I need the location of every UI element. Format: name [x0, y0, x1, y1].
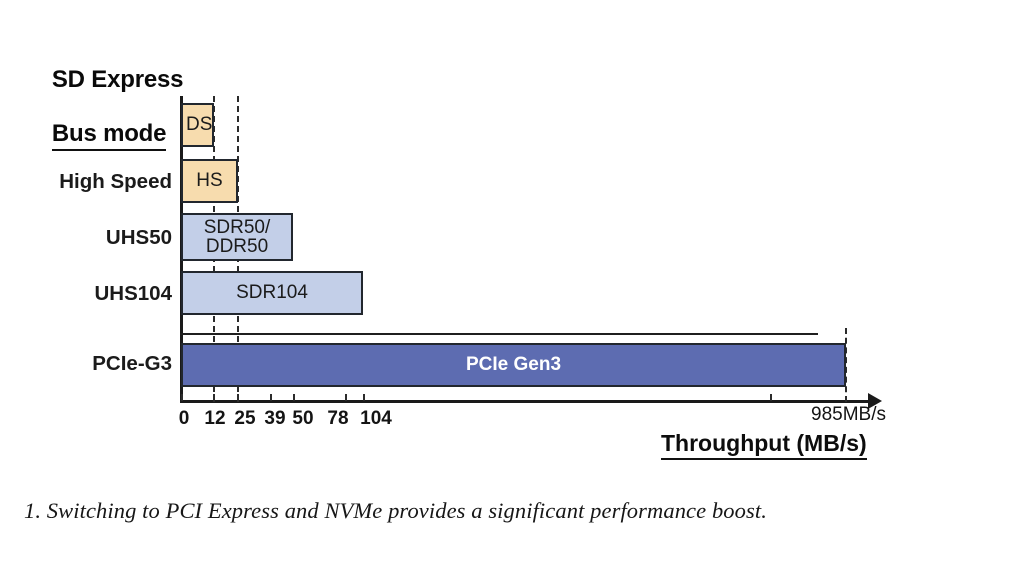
x-axis-title-text: Throughput (MB/s): [661, 430, 867, 460]
bar-sdr104[interactable]: SDR104: [181, 271, 363, 315]
endpoint-label-985: 985MB/s: [811, 404, 886, 425]
tick-mark-78: [345, 394, 347, 401]
bar-hs[interactable]: HS: [181, 159, 238, 203]
bar-label-sdr50-ddr50: SDR50/ DDR50: [203, 216, 271, 257]
tick-label-12: 12: [204, 408, 226, 429]
x-axis-arrow-icon: [868, 393, 882, 409]
pcie-reference-rule: [180, 333, 818, 335]
x-axis-spine: [180, 400, 872, 403]
category-label-pcie-g3: PCIe-G3: [92, 352, 172, 375]
category-label-uhs50: UHS50: [105, 226, 172, 249]
tick-label-78: 78: [327, 408, 349, 429]
bar-label-pcie-gen3: PCIe Gen3: [465, 354, 562, 376]
chart-title: SD Express Bus mode: [26, 40, 183, 177]
chart-title-line1: SD Express: [51, 65, 184, 93]
tick-mark-0: [181, 394, 183, 401]
category-label-uhs104: UHS104: [94, 282, 173, 305]
tick-label-50: 50: [292, 408, 314, 429]
x-axis-title: Throughput (MB/s): [661, 430, 867, 460]
tick-mark-50: [293, 394, 295, 401]
tick-label-39: 39: [264, 408, 286, 429]
bar-label-hs: HS: [196, 170, 223, 192]
bar-label-sdr104: SDR104: [236, 282, 308, 304]
tick-mark-12: [213, 394, 215, 401]
figure: SD Express Bus mode High Speed UHS50 UHS…: [26, 40, 886, 460]
bar-label-ds: DS: [186, 114, 213, 136]
figure-caption: 1. Switching to PCI Express and NVMe pro…: [24, 498, 767, 523]
tick-mark-104: [363, 394, 365, 401]
tick-mark-39: [270, 394, 272, 401]
tick-mark-25: [237, 394, 239, 401]
guide-line-985: [845, 328, 847, 402]
tick-label-25: 25: [234, 408, 256, 429]
bar-sdr50-ddr50[interactable]: SDR50/ DDR50: [181, 213, 293, 261]
tick-mark-minor: [770, 394, 772, 401]
bar-pcie-gen3[interactable]: PCIe Gen3: [181, 343, 846, 387]
chart-title-line2: Bus mode: [51, 120, 166, 151]
tick-label-104: 104: [360, 408, 392, 429]
tick-label-0: 0: [178, 408, 190, 429]
bar-ds[interactable]: DS: [181, 103, 214, 147]
plot-area: High Speed UHS50 UHS104 PCIe-G3 DS HS SD…: [59, 96, 886, 460]
category-label-high-speed: High Speed: [59, 170, 172, 193]
